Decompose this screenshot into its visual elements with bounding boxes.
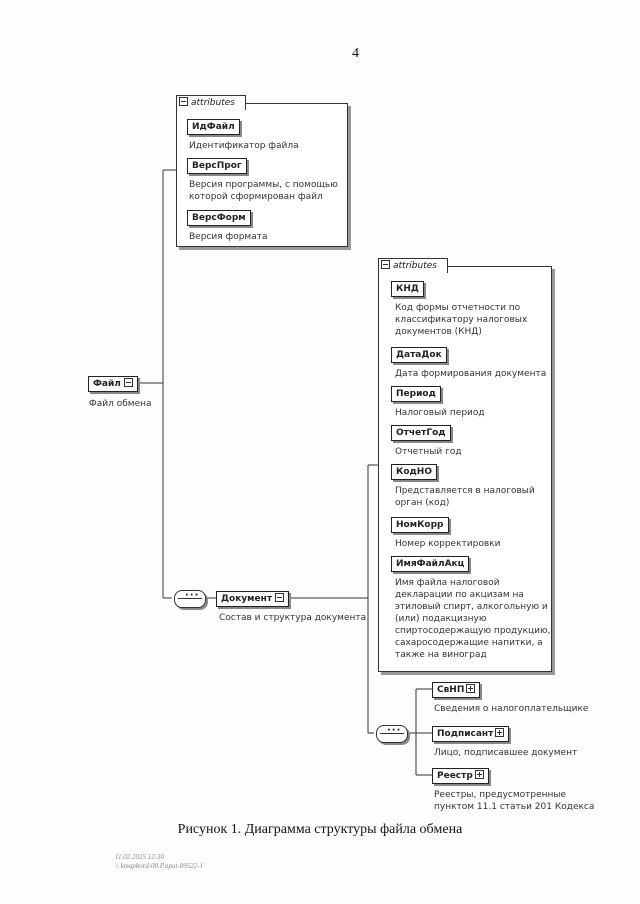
attr-versform[interactable]: ВерсФорм — [187, 210, 251, 226]
child-podpisant-desc: Лицо, подписавшее документ — [434, 748, 578, 758]
expand-icon[interactable] — [495, 728, 505, 737]
child-podpisant[interactable]: Подписант — [432, 726, 510, 742]
root-attributes-panel: attributes ИдФайл Идентификатор файла Ве… — [176, 95, 348, 247]
child-svnp-label: СвНП — [437, 685, 465, 695]
sequence-icon — [376, 725, 408, 743]
attributes-tab[interactable]: attributes — [378, 258, 448, 273]
figure-caption: Рисунок 1. Диаграмма структуры файла обм… — [177, 822, 463, 837]
attr-knd[interactable]: КНД — [391, 281, 424, 297]
root-element-label: Файл — [93, 379, 121, 389]
collapse-icon[interactable] — [179, 97, 188, 106]
attr-nomkorr-desc: Номер корректировки — [395, 539, 501, 549]
attr-imyafaylakc[interactable]: ИмяФайлАкц — [391, 556, 470, 572]
root-element-desc: Файл обмена — [89, 399, 152, 409]
attr-versform-desc: Версия формата — [189, 232, 268, 242]
attr-datadok[interactable]: ДатаДок — [391, 347, 447, 363]
collapse-icon[interactable] — [123, 378, 133, 387]
document-label: Документ — [221, 594, 273, 604]
expand-icon[interactable] — [466, 684, 476, 693]
attr-idfile-desc: Идентификатор файла — [189, 141, 299, 151]
child-podpisant-label: Подписант — [437, 729, 494, 739]
attr-versprog[interactable]: ВерсПрог — [187, 158, 247, 174]
sequence-icon — [174, 590, 206, 608]
child-svnp[interactable]: СвНП — [432, 682, 481, 698]
attr-otchetgod-desc: Отчетный год — [395, 447, 462, 457]
attr-knd-desc: Код формы отчетности по классификатору н… — [395, 303, 528, 337]
attr-imyafaylakc-desc: Имя файла налоговой декларации по акциза… — [395, 578, 551, 660]
attributes-tab[interactable]: attributes — [176, 95, 246, 110]
attr-versprog-desc: Версия программы, с помощью которой сфор… — [189, 180, 338, 202]
attr-datadok-desc: Дата формирования документа — [395, 369, 547, 379]
child-svnp-desc: Сведения о налогоплательщике — [434, 704, 589, 714]
document-desc: Состав и структура документа — [219, 613, 367, 623]
footer-stamp-line2: \\ kmapbord-00.P.nput-89522-1 — [115, 862, 204, 870]
attr-kodno-desc: Представляется в налоговый орган (код) — [395, 486, 535, 508]
attr-otchetgod[interactable]: ОтчетГод — [391, 425, 451, 441]
attr-idfile[interactable]: ИдФайл — [187, 119, 240, 135]
collapse-icon[interactable] — [275, 593, 285, 602]
attributes-label: attributes — [191, 98, 235, 108]
document-element[interactable]: Документ — [216, 591, 290, 607]
attr-nomkorr[interactable]: НомКорр — [391, 517, 449, 533]
child-reestr[interactable]: Реестр — [432, 768, 489, 784]
child-reestr-label: Реестр — [437, 771, 473, 781]
attr-period[interactable]: Период — [391, 386, 441, 402]
attributes-label: attributes — [393, 261, 437, 271]
document-attributes-panel: attributes КНД Код формы отчетности по к… — [378, 258, 552, 672]
attr-kodno[interactable]: КодНО — [391, 464, 437, 480]
child-reestr-desc: Реестры, предусмотренные пунктом 11.1 ст… — [434, 790, 595, 812]
page-number: 4 — [352, 46, 359, 61]
attr-period-desc: Налоговый период — [395, 408, 485, 418]
root-element-file[interactable]: Файл — [88, 376, 138, 392]
collapse-icon[interactable] — [381, 260, 390, 269]
footer-stamp-line1: 11.02.2025 12:30 — [115, 853, 165, 861]
expand-icon[interactable] — [474, 770, 484, 779]
